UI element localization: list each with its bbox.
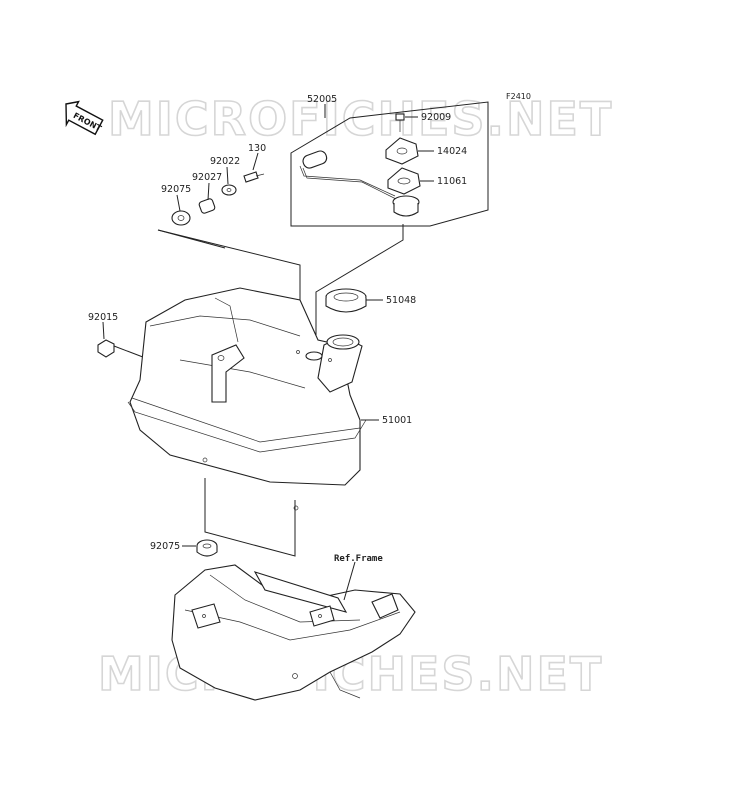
label-92075-bottom: 92075 (150, 541, 180, 552)
label-92022: 92022 (210, 156, 240, 167)
screw-92009 (395, 113, 405, 132)
grommet-92075-bottom (196, 539, 218, 557)
label-92075-top: 92075 (161, 184, 191, 195)
watermark-top: MICROFICHES.NET (108, 92, 613, 146)
washer-92022 (221, 184, 237, 196)
label-92015: 92015 (88, 312, 118, 323)
label-92009: 92009 (421, 112, 451, 123)
label-52005: 52005 (307, 94, 337, 105)
label-51001: 51001 (382, 415, 412, 426)
label-11061: 11061 (437, 176, 467, 187)
diagram-code: F2410 (506, 92, 531, 101)
grommet-92075-top (171, 210, 191, 226)
plate-14024 (385, 137, 419, 165)
label-92027: 92027 (192, 172, 222, 183)
nut-92015 (97, 339, 115, 358)
front-arrow-icon: FRONT (65, 100, 104, 136)
gasket-11061 (387, 167, 421, 195)
sender-body (392, 195, 420, 217)
assembly-bracket-52005 (290, 101, 489, 227)
fuel-gauge-sender (299, 150, 397, 200)
fuel-tank-51001 (127, 287, 367, 511)
label-14024: 14024 (437, 146, 467, 157)
label-51048: 51048 (386, 295, 416, 306)
bolt-130 (243, 171, 265, 183)
collar-92027 (198, 198, 216, 214)
label-130: 130 (248, 143, 266, 154)
frame-ref (171, 564, 416, 701)
fuel-cap-51048 (325, 288, 367, 313)
label-ref-frame: Ref.Frame (334, 554, 383, 564)
